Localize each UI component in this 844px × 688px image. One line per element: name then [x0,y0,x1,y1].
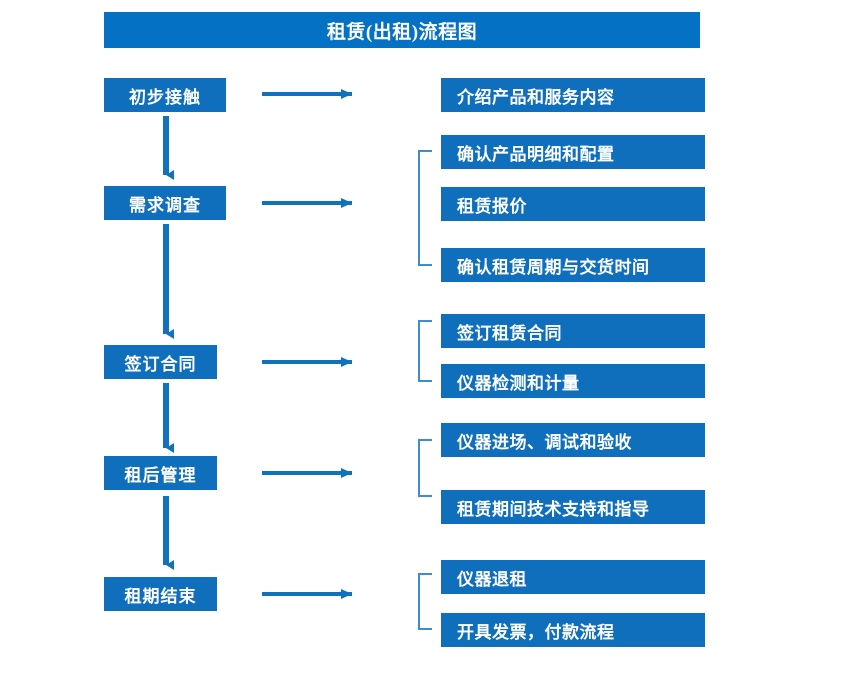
bracket-post-rental [418,439,432,497]
chart-title: 租赁(出租)流程图 [104,12,700,48]
detail-box-introduce-products[interactable]: 介绍产品和服务内容 [441,78,705,112]
detail-box-instrument-return[interactable]: 仪器退租 [441,560,705,594]
detail-box-invoice-payment[interactable]: 开具发票，付款流程 [441,613,705,647]
detail-box-confirm-rental-period[interactable]: 确认租赁周期与交货时间 [441,248,705,282]
bracket-rental-end [418,573,432,630]
detail-box-instrument-onsite-commission[interactable]: 仪器进场、调试和验收 [441,423,705,457]
detail-box-rental-quotation[interactable]: 租赁报价 [441,187,705,221]
stage-box-initial-contact[interactable]: 初步接触 [104,78,226,112]
stage-box-post-rental-mgmt[interactable]: 租后管理 [104,456,217,490]
bracket-demand-survey [418,150,432,266]
detail-box-technical-support[interactable]: 租赁期间技术支持和指导 [441,490,705,524]
bracket-sign-contract [418,320,432,382]
stage-box-sign-contract[interactable]: 签订合同 [104,345,217,379]
detail-box-sign-rental-contract[interactable]: 签订租赁合同 [441,314,705,348]
stage-box-demand-survey[interactable]: 需求调查 [104,186,226,220]
stage-box-rental-period-end[interactable]: 租期结束 [104,577,217,611]
detail-box-confirm-product-spec[interactable]: 确认产品明细和配置 [441,135,705,169]
detail-box-instrument-inspection[interactable]: 仪器检测和计量 [441,364,705,398]
